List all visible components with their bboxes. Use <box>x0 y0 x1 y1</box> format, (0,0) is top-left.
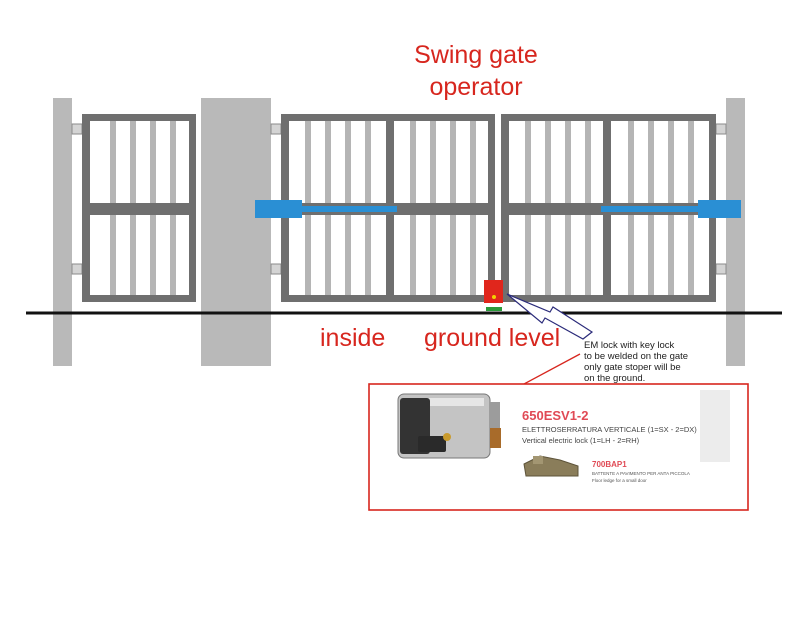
floor-ledge-image <box>523 455 579 477</box>
center-pillar <box>201 98 271 366</box>
hinges <box>71 123 727 275</box>
right-operator <box>601 200 741 218</box>
accessory-desc-it: BATTENTE A PAVIMENTO PER ANTA PICCOLA <box>592 471 690 476</box>
note-line-3: only gate stoper will be <box>584 362 681 373</box>
catalog-shading <box>700 390 730 462</box>
product-callout: 650ESV1-2 ELETTROSERRATURA VERTICALE (1=… <box>368 383 749 511</box>
product-desc-en: Vertical electric lock (1=LH - 2=RH) <box>522 436 640 445</box>
product-code: 650ESV1-2 <box>522 408 589 423</box>
gate-stopper <box>486 307 502 311</box>
pointer-arrow <box>506 293 594 340</box>
title-line-2: operator <box>429 73 522 101</box>
note-line-1: EM lock with key lock <box>584 340 675 351</box>
accessory-desc-en: Floor ledge for a small door <box>592 478 647 483</box>
left-operator <box>255 200 397 218</box>
ground-level-label: ground level <box>424 324 560 352</box>
em-lock-keyhole <box>492 295 496 299</box>
pedestrian-gate <box>82 114 196 302</box>
right-post <box>726 98 745 366</box>
em-lock <box>484 280 503 303</box>
note-line-2: to be welded on the gate <box>584 351 688 362</box>
title-line-1: Swing gate <box>414 41 538 69</box>
leader-line <box>523 353 581 385</box>
accessory-code: 700BAP1 <box>592 460 627 469</box>
note-line-4: on the ground. <box>584 373 645 384</box>
product-desc-it: ELETTROSERRATURA VERTICALE (1=SX - 2=DX) <box>522 425 697 434</box>
left-post <box>53 98 72 366</box>
lock-product-image <box>397 393 501 459</box>
inside-label: inside <box>320 324 385 352</box>
